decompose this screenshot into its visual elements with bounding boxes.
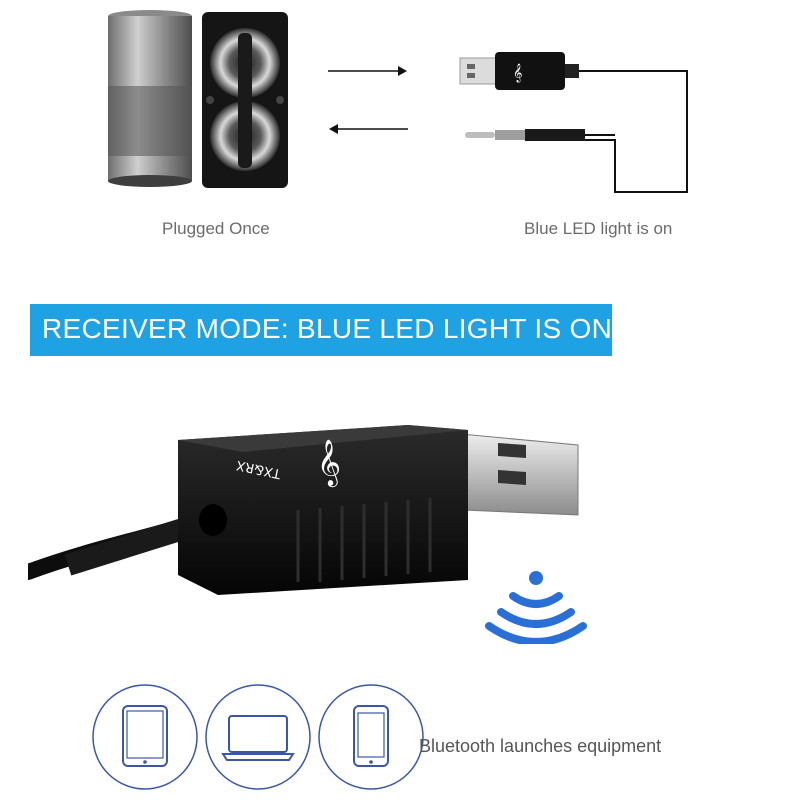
laptop-icon [221,715,295,761]
blue-led-caption: Blue LED light is on [524,219,673,238]
smartphone-icon [353,705,389,767]
speaker-image [108,10,288,188]
banner-text: RECEIVER MODE: BLUE LED LIGHT IS ON [42,313,613,344]
laptop-device-circle [205,684,311,790]
arrow-left-icon [329,124,408,134]
small-adapter-cable-image: 𝄞 [459,52,688,193]
plugged-once-caption: Plugged Once [162,219,270,238]
arrow-right-icon [328,66,407,76]
tablet-device-circle [92,684,198,790]
smartphone-device-circle [318,684,424,790]
bluetooth-caption: Bluetooth launches equipment [419,736,662,756]
wireless-signal-icon [485,571,587,644]
svg-text:𝄞: 𝄞 [513,63,522,83]
receiver-mode-banner: RECEIVER MODE: BLUE LED LIGHT IS ON [30,304,612,356]
usb-adapter-image: 𝄞 TX&RX [28,425,579,595]
tablet-icon [122,705,168,767]
